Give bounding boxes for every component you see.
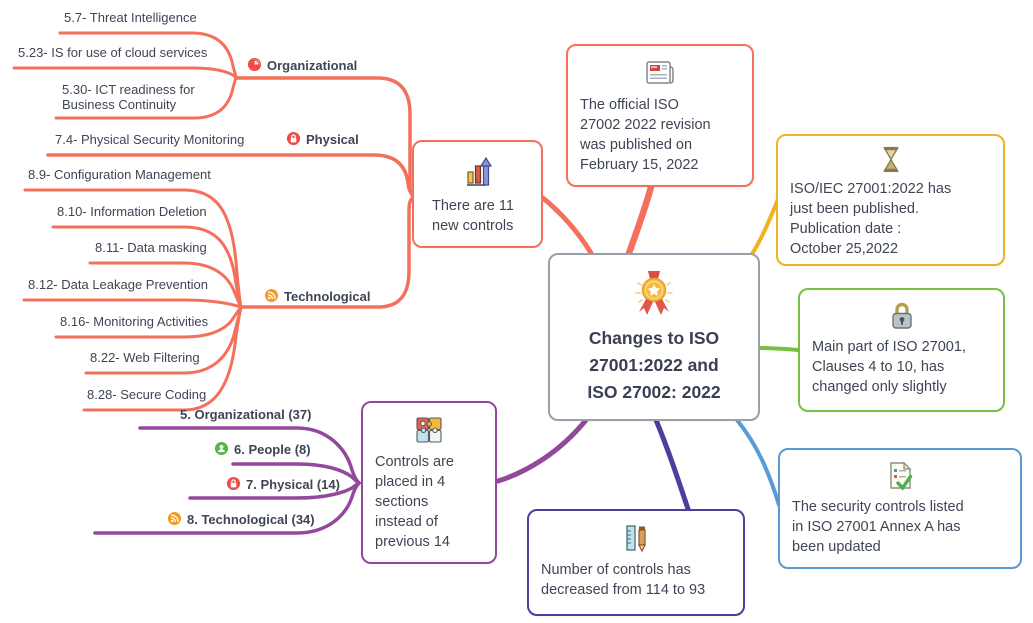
node-text: There are 11 new controls [432,198,514,234]
topic-physical-monitoring[interactable]: 7.4- Physical Security Monitoring [55,132,245,147]
connector-8-12 [22,298,243,309]
section-physical[interactable]: 7. Physical (14) [226,476,340,492]
connector-technological [239,195,416,309]
node-four-sections[interactable]: Controls are placed in 4 sections instea… [361,401,497,564]
connector-center-count [653,417,691,512]
branch-organizational[interactable]: Organizational [247,57,358,73]
section-label: 7. Physical (14) [246,477,340,492]
bar-chart-icon [460,155,496,189]
section-label: 5. Organizational (37) [180,407,312,422]
topic-data-leakage-prevention[interactable]: 8.12- Data Leakage Prevention [28,277,208,292]
topic-web-filtering[interactable]: 8.22- Web Filtering [90,350,200,365]
node-text: Main part of ISO 27001, Clauses 4 to 10,… [812,339,966,395]
people-icon [214,441,229,456]
padlock-badge-icon [226,476,241,491]
node-text: The security controls listed in ISO 2700… [792,499,964,555]
connector-8-28 [82,305,243,412]
section-label: 8. Technological (34) [187,512,315,527]
section-technological[interactable]: 8. Technological (34) [167,511,315,527]
node-published-27001[interactable]: ISO/IEC 27001:2022 has just been publish… [776,134,1005,266]
node-main-part[interactable]: Main part of ISO 27001, Clauses 4 to 10,… [798,288,1005,412]
branch-label: Physical [306,132,359,147]
topic-secure-coding[interactable]: 8.28- Secure Coding [87,387,207,402]
central-title: Changes to ISO 27001:2022 and ISO 27002:… [587,328,721,402]
connector-5-23 [12,66,238,79]
connector-physical [46,153,416,198]
topic-ict-readiness[interactable]: 5.30- ICT readiness for Business Continu… [62,82,195,112]
padlock-icon [889,301,915,330]
topic-data-masking[interactable]: 8.11- Data masking [95,240,207,255]
connector-sec-technological [93,481,361,535]
connector-5-7 [58,31,238,79]
section-organizational[interactable]: 5. Organizational (37) [180,407,311,422]
node-new-controls[interactable]: There are 11 new controls [412,140,543,248]
section-label: 6. People (8) [234,442,311,457]
rss-icon [264,288,279,303]
node-revision-27002[interactable]: The official ISO 27002 2022 revision was… [566,44,754,187]
topic-information-deletion[interactable]: 8.10- Information Deletion [57,204,207,219]
node-text: ISO/IEC 27001:2022 has just been publish… [790,181,952,257]
node-central-topic[interactable]: Changes to ISO 27001:2022 and ISO 27002:… [548,253,760,421]
connector-center-revision [625,183,655,257]
topic-cloud-services[interactable]: 5.23- IS for use of cloud services [18,45,208,60]
connector-center-published [748,195,781,259]
connector-center-mainpart [758,346,800,352]
padlock-badge-icon [286,131,301,146]
rss-icon [167,511,182,526]
puzzle-icon [413,414,445,446]
branch-label: Technological [284,289,371,304]
node-annex-a[interactable]: The security controls listed in ISO 2700… [778,448,1022,569]
connector-sec-people [231,462,361,485]
node-text: Controls are placed in 4 sections instea… [375,454,454,550]
connector-center-annexa [735,418,781,507]
pie-chart-icon [247,57,262,72]
section-people[interactable]: 6. People (8) [214,441,311,457]
branch-label: Organizational [267,58,358,73]
medal-icon [629,269,679,317]
connector-center-newcontrols [540,195,594,256]
newspaper-icon [643,58,677,88]
checklist-icon [885,460,915,492]
branch-physical[interactable]: Physical [286,131,359,147]
branch-technological[interactable]: Technological [264,288,371,304]
topic-configuration-management[interactable]: 8.9- Configuration Management [28,167,211,182]
topic-threat-intelligence[interactable]: 5.7- Threat Intelligence [64,10,197,25]
node-text: Number of controls has decreased from 11… [541,562,706,598]
node-controls-count[interactable]: Number of controls has decreased from 11… [527,509,745,616]
connector-8-10 [51,225,243,309]
ruler-pencil-icon [622,524,650,552]
connector-center-sections [495,417,589,484]
topic-monitoring-activities[interactable]: 8.16- Monitoring Activities [60,314,209,329]
node-text: The official ISO 27002 2022 revision was… [580,97,711,173]
connector-5-30 [54,75,238,120]
hourglass-icon [880,146,902,173]
connector-8-11 [88,261,243,309]
